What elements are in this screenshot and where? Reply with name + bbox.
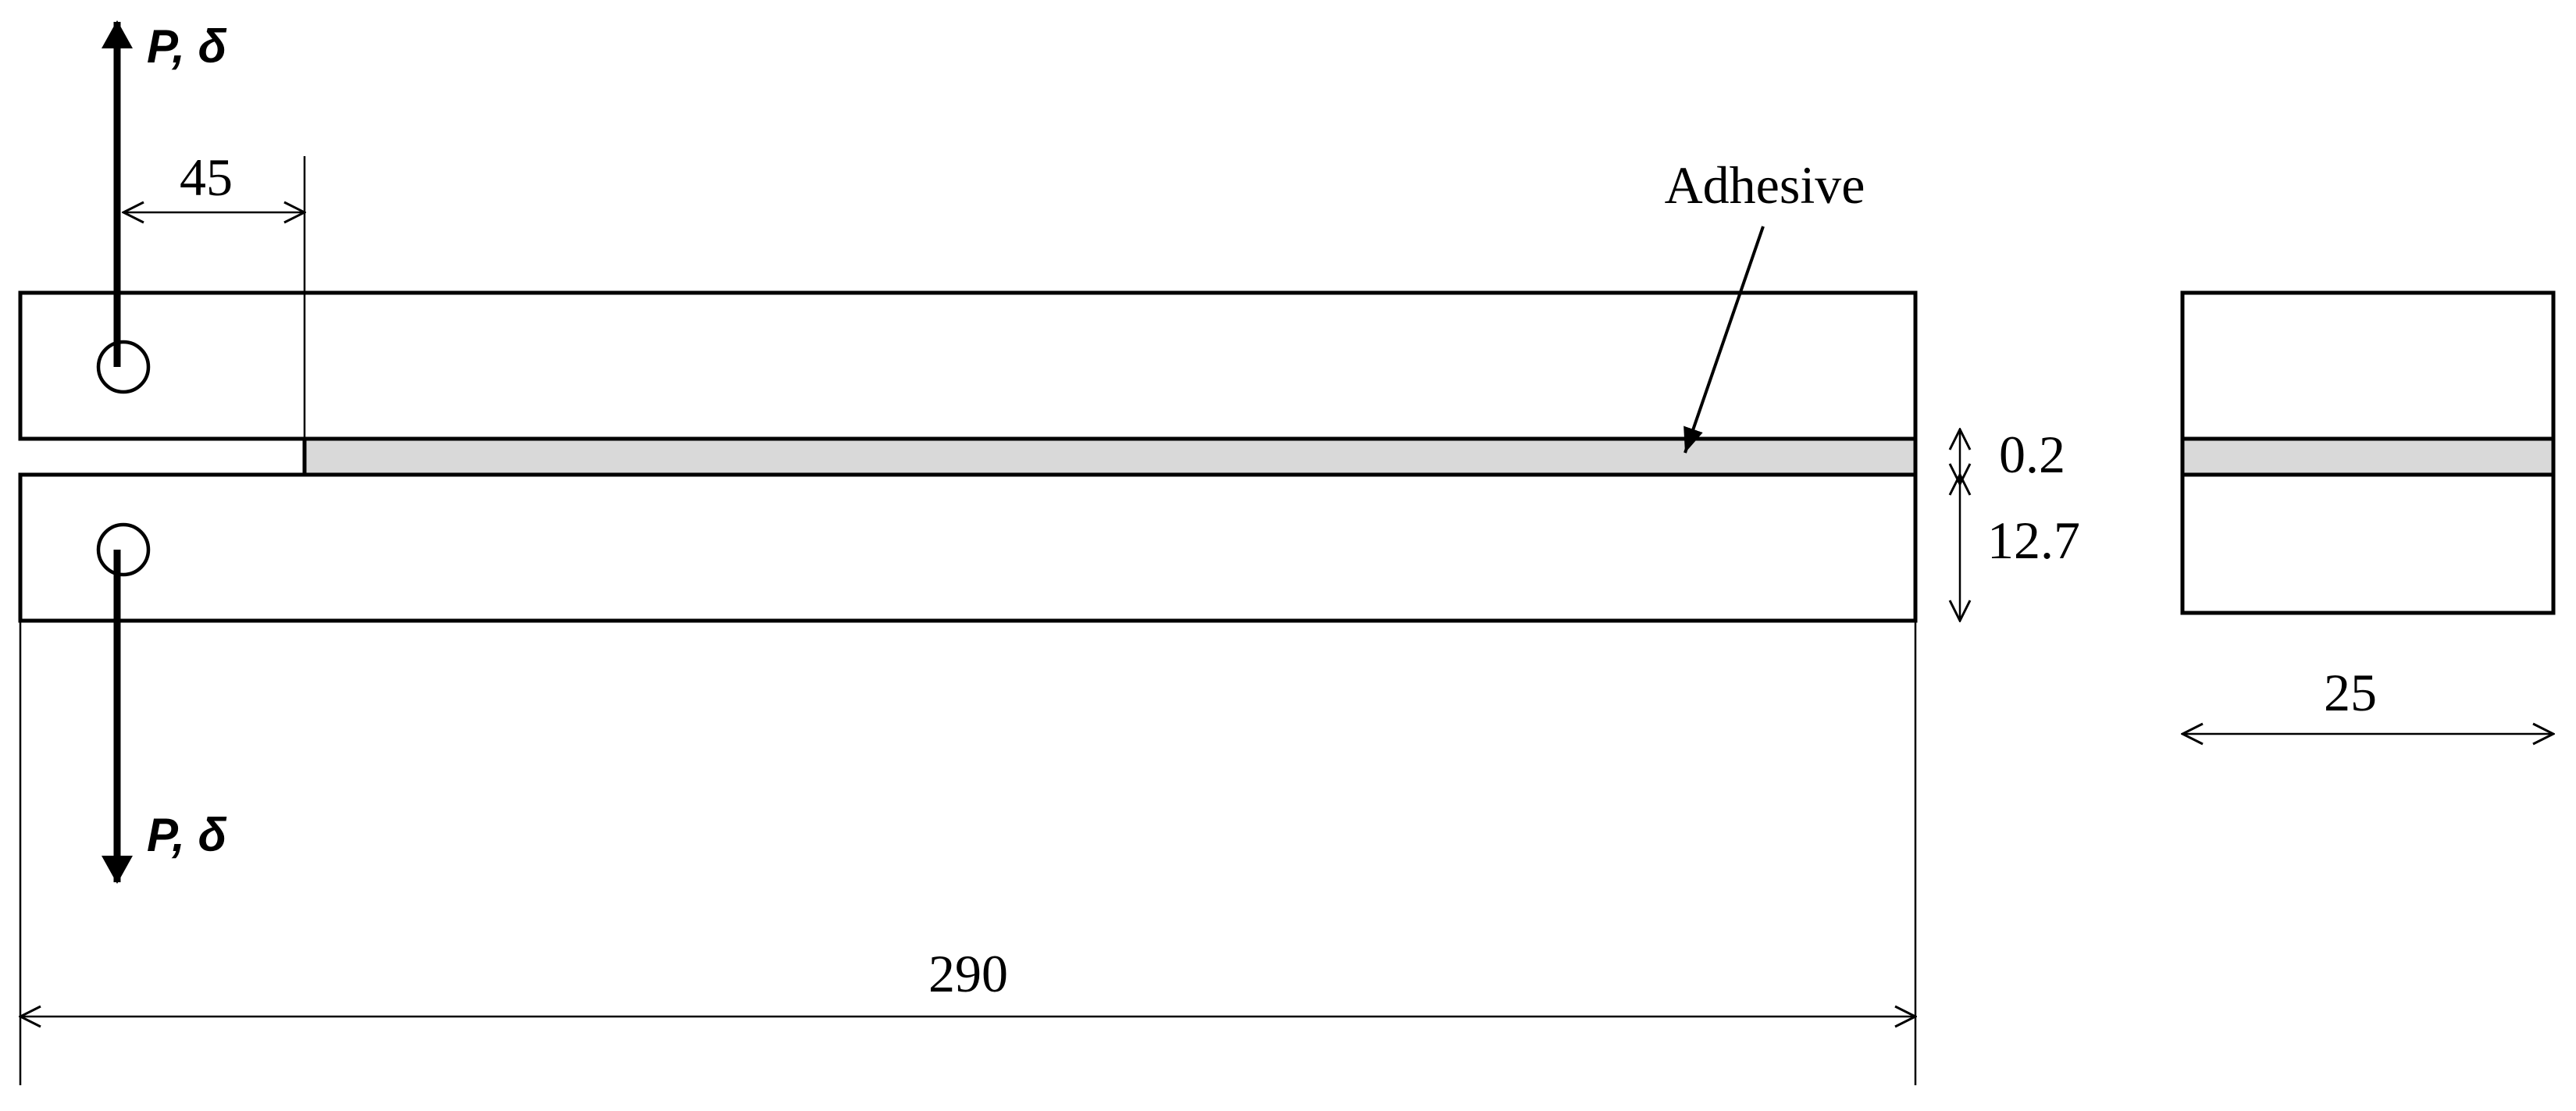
upper-load-pin-hole <box>96 340 151 394</box>
side-view <box>18 290 1918 623</box>
end-view-upper-adherend <box>2180 290 2556 441</box>
width-dimension-label: 25 <box>2324 663 2377 722</box>
length-dimension-label: 290 <box>928 944 1008 1003</box>
end-view-adhesive-layer <box>2180 436 2556 477</box>
adhesive-callout-arrow <box>1683 226 1765 454</box>
adhesive-callout-label: Adhesive <box>1665 155 1865 215</box>
end-view <box>2180 290 2556 615</box>
lower-adherend <box>18 472 1918 623</box>
upper-load-label: P, δ <box>147 20 227 73</box>
adhesive-layer <box>302 436 1918 477</box>
end-view-lower-adherend <box>2180 472 2556 615</box>
lower-load-label: P, δ <box>147 809 227 861</box>
adherend-thickness-label: 12.7 <box>1987 511 2080 570</box>
lower-load-pin-hole <box>96 522 151 577</box>
upper-adherend <box>18 290 1918 441</box>
adhesive-thickness-label: 0.2 <box>1999 425 2065 484</box>
precrack-dimension-label: 45 <box>180 148 233 207</box>
